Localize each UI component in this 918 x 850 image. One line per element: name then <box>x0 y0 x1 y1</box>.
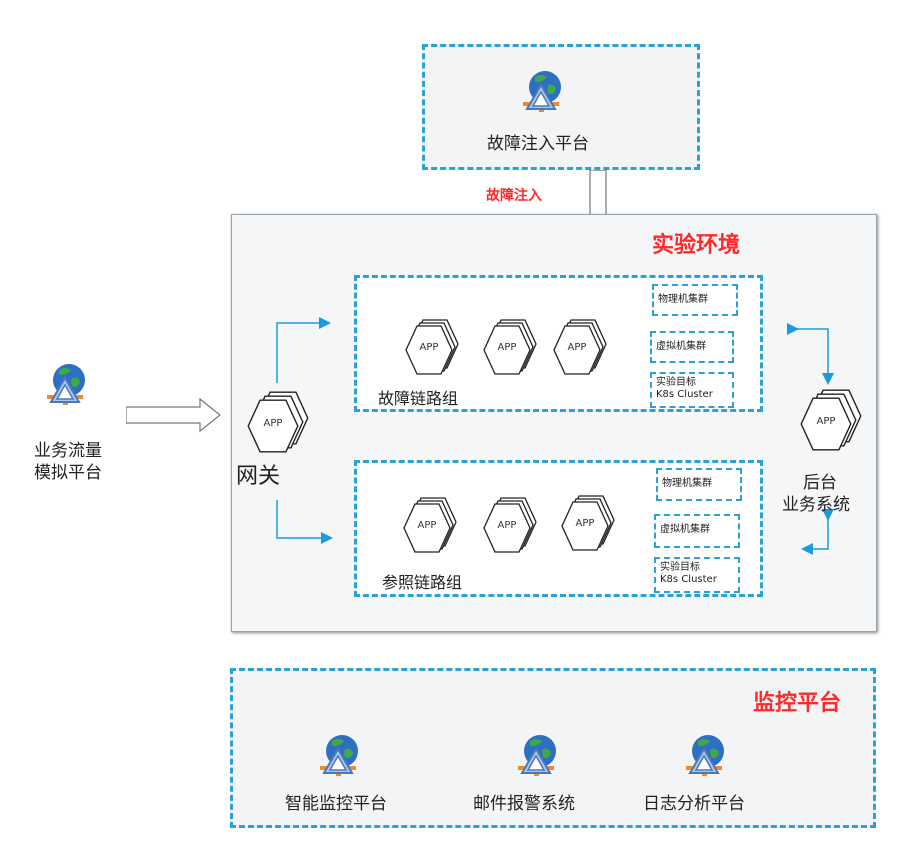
traffic-sim-line1: 业务流量 <box>34 441 102 461</box>
app-label: APP <box>497 342 517 353</box>
gateway-label: 网关 <box>236 464 281 489</box>
monitoring-title: 监控平台 <box>753 691 842 716</box>
backend-app: APP <box>800 388 866 454</box>
traffic-sim-line2: 模拟平台 <box>34 463 102 483</box>
ref-app-3: APP <box>561 494 617 554</box>
k8s-line2: K8s Cluster <box>660 574 717 585</box>
ref-app-2: APP <box>483 496 539 556</box>
backend-line1: 后台 <box>803 473 837 493</box>
reference-group-label: 参照链路组 <box>382 573 463 592</box>
monitoring-item-3: 日志分析平台 <box>643 794 745 814</box>
fault-app-2: APP <box>483 318 539 378</box>
ref-physical-cluster: 物理机集群 <box>656 468 742 501</box>
backend-line2: 业务系统 <box>782 495 850 515</box>
app-label: APP <box>575 518 595 529</box>
fault-vm-cluster: 虚拟机集群 <box>650 331 734 363</box>
globe-icon <box>681 733 727 779</box>
fault-app-3: APP <box>553 318 609 378</box>
app-label: APP <box>263 418 283 429</box>
app-label: APP <box>816 416 836 427</box>
k8s-line2: K8s Cluster <box>656 389 713 400</box>
app-label: APP <box>497 520 517 531</box>
fault-app-1: APP <box>405 318 461 378</box>
k8s-line1: 实验目标 <box>656 377 696 388</box>
fault-injection-platform-box: 故障注入平台 <box>422 44 700 170</box>
k8s-line1: 实验目标 <box>660 562 700 573</box>
monitoring-platform-box: 监控平台 智能监控平台 邮件报警系统 日志分析平台 <box>230 668 876 828</box>
fault-injection-platform-label: 故障注入平台 <box>487 134 589 154</box>
globe-icon <box>513 733 559 779</box>
fault-group-label: 故障链路组 <box>378 389 459 408</box>
app-label: APP <box>419 342 439 353</box>
ref-vm-cluster: 虚拟机集群 <box>654 514 740 548</box>
gateway-app: APP <box>247 390 313 456</box>
monitoring-item-1: 智能监控平台 <box>285 794 387 814</box>
experiment-env-title: 实验环境 <box>652 233 741 258</box>
monitoring-item-2: 邮件报警系统 <box>473 794 575 814</box>
fault-physical-cluster: 物理机集群 <box>652 284 738 316</box>
fault-injection-label: 故障注入 <box>486 188 542 204</box>
app-label: APP <box>567 342 587 353</box>
right-arrow-icon <box>126 397 221 433</box>
globe-icon <box>315 733 361 779</box>
ref-app-1: APP <box>403 496 459 556</box>
fault-k8s-cluster: 实验目标 K8s Cluster <box>650 372 734 408</box>
ref-k8s-cluster: 实验目标 K8s Cluster <box>654 557 740 593</box>
app-label: APP <box>417 520 437 531</box>
